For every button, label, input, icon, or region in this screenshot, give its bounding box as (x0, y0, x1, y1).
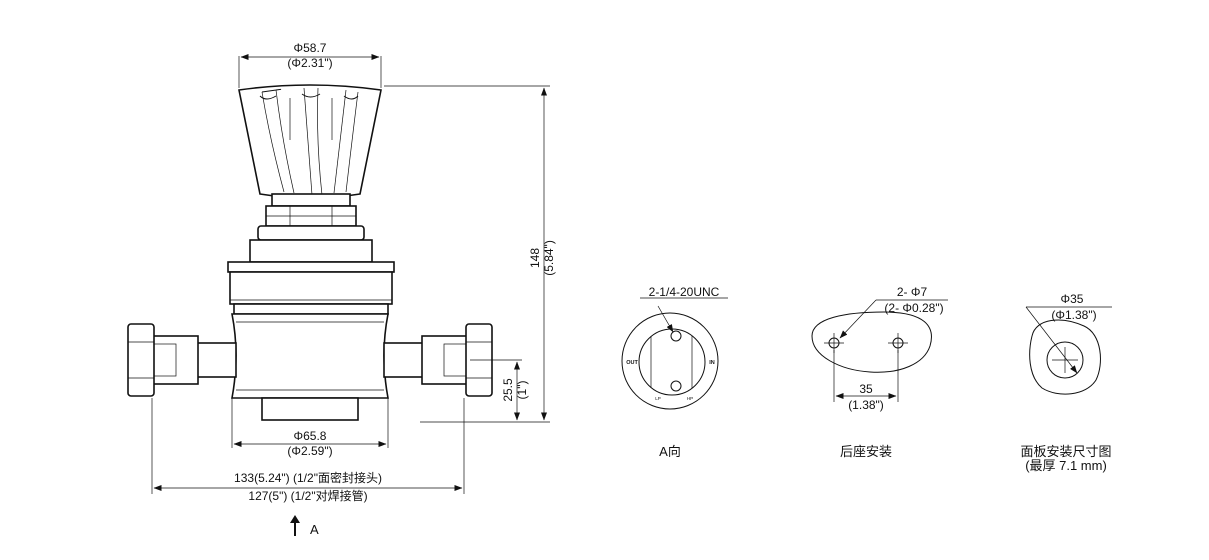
port-height-label: 25.5 (501, 378, 515, 402)
height-inch-label: (5.84") (542, 240, 556, 276)
bonnet-nut (249, 193, 373, 263)
front-view: Φ58.7 (Φ2.31") 148 (5.84") 25.5 (1") Φ65… (127, 41, 556, 537)
knob-diameter-inch-label: (Φ2.31") (287, 56, 332, 70)
panel-mount-caption: 面板安装尺寸图 (1020, 444, 1111, 459)
left-port (127, 323, 237, 397)
rear-hole-inch-label: (2- Φ0.28") (884, 301, 943, 315)
body-diameter-label: Φ65.8 (294, 429, 327, 443)
panel-cutout-label: Φ35 (1061, 292, 1084, 306)
panel-thickness-note: (最厚 7.1 mm) (1025, 458, 1107, 473)
port-out-label: OUT (626, 360, 638, 366)
panel-cutout (1046, 341, 1084, 379)
knob (238, 84, 382, 199)
length-butt-weld-label: 127(5") (1/2"对焊接管) (248, 488, 367, 503)
knob-diameter-label: Φ58.7 (294, 41, 327, 55)
panel-cutout-inch-label: (Φ1.38") (1051, 308, 1096, 322)
view-a-caption: A向 (659, 444, 681, 459)
mounting-hole-top (670, 330, 682, 342)
view-a-arrow: A (290, 515, 319, 537)
port-height-dimension: 25.5 (1") (470, 359, 529, 421)
length-dimension: 133(5.24") (1/2"面密封接头) 127(5") (1/2"对焊接管… (151, 398, 465, 503)
height-dimension: 148 (5.84") (384, 85, 556, 423)
port-height-inch-label: (1") (515, 381, 529, 400)
length-face-seal-label: 133(5.24") (1/2"面密封接头) (234, 470, 382, 485)
rear-spacing-inch-label: (1.38") (848, 398, 884, 412)
knob-diameter-dimension: Φ58.7 (Φ2.31") (238, 41, 382, 88)
body-diameter-dimension: Φ65.8 (Φ2.59") (231, 398, 389, 458)
thread-label: 2-1/4-20UNC (649, 285, 720, 299)
rear-spacing-label: 35 (859, 382, 873, 396)
view-a-arrow-label: A (310, 522, 319, 537)
hp-mark: HP (687, 396, 693, 401)
height-label: 148 (528, 248, 542, 268)
rear-mount: 2- Φ7 (2- Φ0.28") 35 (1.38") 后座安装 (811, 285, 948, 459)
bonnet (227, 261, 395, 315)
panel-mount: Φ35 (Φ1.38") 面板安装尺寸图 (最厚 7.1 mm) (1020, 292, 1112, 473)
main-body (231, 313, 389, 421)
view-a: 2-1/4-20UNC OUT IN LP HP A向 (621, 285, 728, 459)
lp-mark: LP (655, 396, 661, 401)
rear-mount-caption: 后座安装 (840, 444, 892, 459)
port-in-label: IN (709, 360, 715, 366)
body-diameter-inch-label: (Φ2.59") (287, 444, 332, 458)
rear-hole-label: 2- Φ7 (897, 285, 928, 299)
mounting-hole-bottom (670, 380, 682, 392)
